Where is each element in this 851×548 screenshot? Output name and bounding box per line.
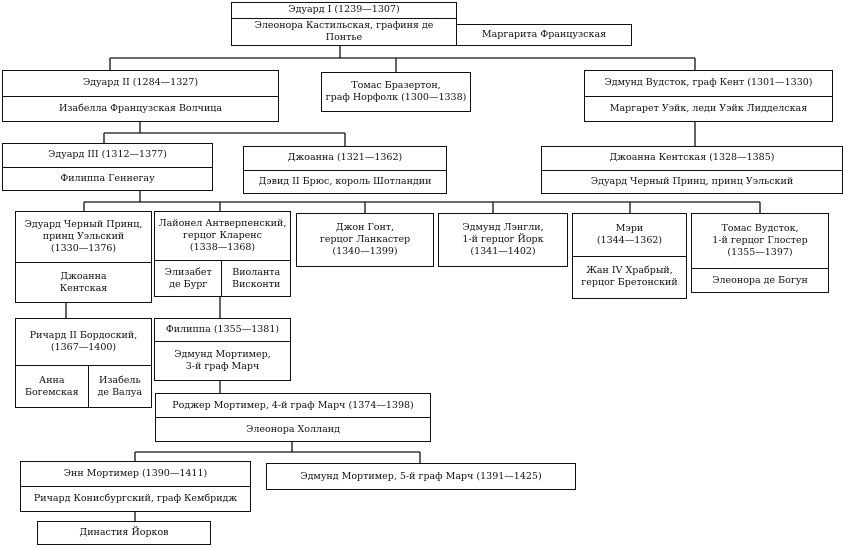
- edmund-langley-box: Эдмунд Лэнгли, 1-й герцог Йорк (1341—140…: [438, 213, 568, 267]
- thomas-brotherton-name: Томас Бразертон, граф Норфолк (1300—1338…: [325, 80, 467, 103]
- edward1-wife2: Маргарита Французская: [481, 29, 607, 41]
- edmund-woodstock-name: Эдмунд Вудсток, граф Кент (1301—1330): [604, 77, 813, 89]
- philippa-name: Филиппа (1355—1381): [165, 324, 280, 336]
- edward1-name: Эдуард I (1239—1307): [288, 4, 400, 16]
- lionel-spouses-row: Элизабет де Бург Виоланта Висконти: [155, 260, 290, 296]
- john-gaunt-box: Джон Гонт, герцог Ланкастер (1340—1399): [296, 213, 434, 267]
- york-dynasty-box: Династия Йорков: [37, 521, 211, 545]
- richard2-name: Ричард II Бордоский, (1367—1400): [29, 330, 138, 353]
- joan-kent-spouse: Эдуард Черный Принц, принц Уэльский: [542, 169, 842, 194]
- john-gaunt-name: Джон Гонт, герцог Ланкастер (1340—1399): [319, 222, 411, 257]
- edward2-spouse: Изабелла Французская Волчица: [3, 95, 278, 122]
- joan-tower-box: Джоанна (1321—1362) Дэвид II Брюс, корол…: [243, 146, 447, 194]
- philippa-spouse: Эдмунд Мортимер, 3-й граф Марч: [155, 341, 290, 380]
- edmund-mortimer5-name: Эдмунд Мортимер, 5-й граф Марч (1391—142…: [300, 470, 542, 482]
- richard2-spouse1: Анна Богемская: [24, 374, 79, 398]
- mary-name: Мэри (1344—1362): [596, 222, 663, 246]
- thomas-woodstock-name: Томас Вудсток, 1-й герцог Глостер (1355—…: [712, 223, 808, 258]
- philippa-box: Филиппа (1355—1381) Эдмунд Мортимер, 3-й…: [154, 318, 291, 381]
- edward3-box: Эдуард III (1312—1377) Филиппа Геннегау: [2, 143, 213, 191]
- anne-mortimer-box: Энн Мортимер (1390—1411) Ричард Конисбур…: [20, 461, 251, 512]
- richard2-box: Ричард II Бордоский, (1367—1400) Анна Бо…: [15, 318, 152, 408]
- roger-mortimer-spouse: Элеонора Холланд: [156, 417, 430, 441]
- edmund-woodstock-box: Эдмунд Вудсток, граф Кент (1301—1330) Ма…: [584, 70, 833, 122]
- edward3-spouse: Филиппа Геннегау: [3, 166, 212, 191]
- edward1-wife1: Элеонора Кастильская, графиня де Понтье: [232, 17, 456, 45]
- edward1-wife2-box: Маргарита Французская: [456, 24, 632, 46]
- edward2-name: Эдуард II (1284—1327): [82, 77, 199, 89]
- edward3-name: Эдуард III (1312—1377): [48, 149, 167, 161]
- lionel-name: Лайонел Антверпенский, герцог Кларенс (1…: [158, 218, 287, 253]
- thomas-woodstock-spouse: Элеонора де Богун: [692, 268, 828, 292]
- mary-box: Мэри (1344—1362) Жан IV Храбрый, герцог …: [572, 213, 687, 299]
- joan-kent-box: Джоанна Кентская (1328—1385) Эдуард Черн…: [541, 146, 843, 194]
- richard2-spouses-row: Анна Богемская Изабель де Валуа: [16, 365, 151, 407]
- black-prince-spouse: Джоанна Кентская: [16, 262, 151, 302]
- roger-mortimer-box: Роджер Мортимер, 4-й граф Марч (1374—139…: [155, 393, 431, 442]
- edward2-box: Эдуард II (1284—1327) Изабелла Французск…: [2, 70, 279, 122]
- roger-mortimer-name: Роджер Мортимер, 4-й граф Марч (1374—139…: [172, 399, 414, 411]
- edmund-woodstock-spouse: Маргарет Уэйк, леди Уэйк Лидделская: [585, 95, 832, 122]
- anne-mortimer-spouse: Ричард Конисбургский, граф Кембридж: [21, 486, 250, 511]
- joan-tower-spouse: Дэвид II Брюс, король Шотландии: [244, 169, 446, 194]
- richard2-spouse2: Изабель де Валуа: [87, 366, 151, 407]
- lionel-box: Лайонел Антверпенский, герцог Кларенс (1…: [154, 211, 291, 297]
- edmund-mortimer5-box: Эдмунд Мортимер, 5-й граф Марч (1391—142…: [266, 463, 576, 490]
- anne-mortimer-name: Энн Мортимер (1390—1411): [63, 468, 208, 480]
- lionel-spouse1: Элизабет де Бург: [164, 266, 212, 290]
- thomas-brotherton-box: Томас Бразертон, граф Норфолк (1300—1338…: [321, 72, 471, 112]
- black-prince-name: Эдуард Черный Принц, принц Уэльский (133…: [24, 219, 143, 254]
- edward1-box: Эдуард I (1239—1307) Элеонора Кастильска…: [231, 2, 457, 46]
- thomas-woodstock-box: Томас Вудсток, 1-й герцог Глостер (1355—…: [691, 213, 829, 293]
- york-dynasty-name: Династия Йорков: [79, 527, 169, 539]
- joan-tower-name: Джоанна (1321—1362): [287, 152, 403, 164]
- black-prince-box: Эдуард Черный Принц, принц Уэльский (133…: [15, 211, 152, 303]
- edmund-langley-name: Эдмунд Лэнгли, 1-й герцог Йорк (1341—140…: [462, 222, 544, 257]
- lionel-spouse2: Виоланта Висконти: [221, 261, 290, 296]
- joan-kent-name: Джоанна Кентская (1328—1385): [609, 152, 775, 164]
- mary-spouse: Жан IV Храбрый, герцог Бретонский: [573, 255, 686, 299]
